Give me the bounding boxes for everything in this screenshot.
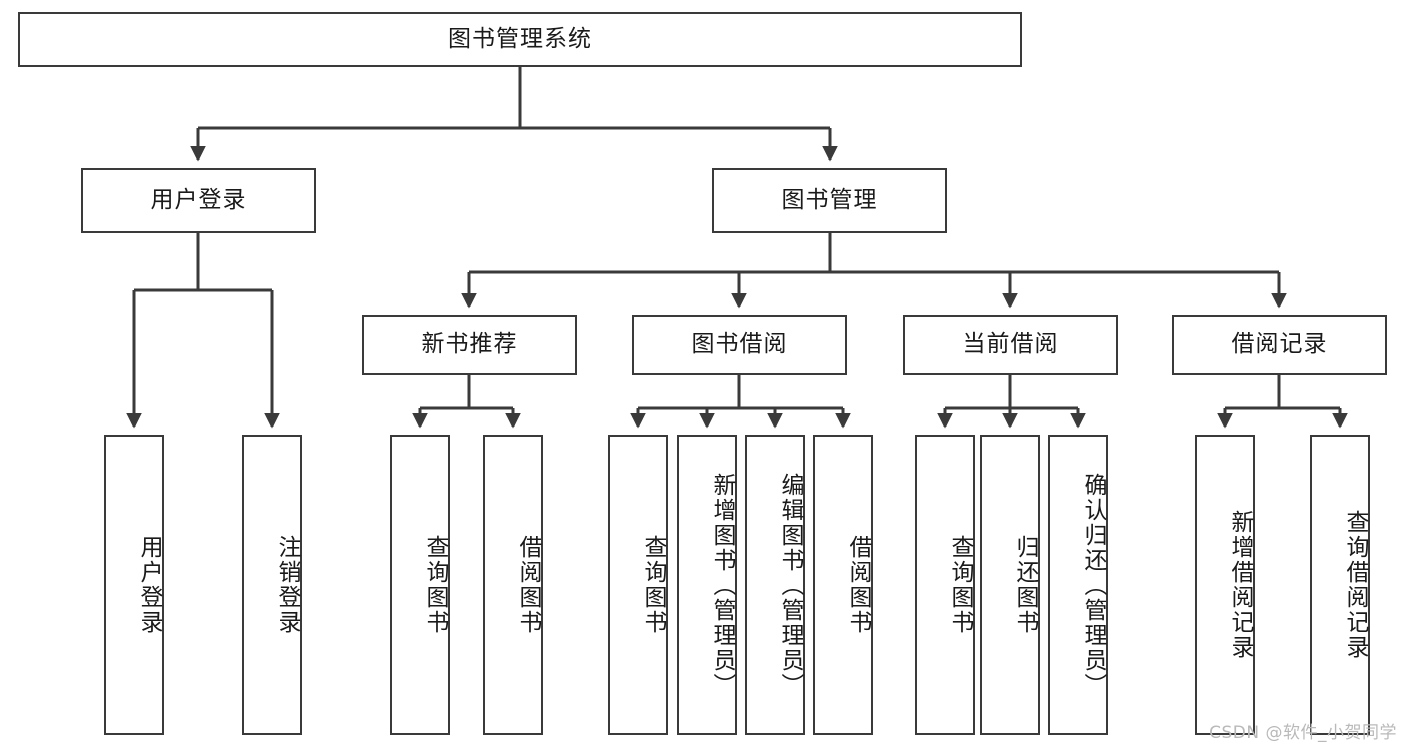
node-current-borrow-label: 当前借阅 — [962, 331, 1059, 358]
leaf-confirm-return-admin-label: 确认归还（管理员） — [1080, 472, 1106, 698]
leaf-borrow-book-nb-label: 借阅图书 — [515, 535, 541, 635]
leaf-query-book-nb-label: 查询图书 — [422, 535, 448, 635]
leaf-add-borrow-record[interactable]: 新增借阅记录 — [1195, 435, 1255, 735]
node-book-management-label: 图书管理 — [781, 186, 878, 213]
node-new-book-recommend[interactable]: 新书推荐 — [362, 315, 577, 375]
node-new-book-recommend-label: 新书推荐 — [421, 331, 518, 358]
node-root-label: 图书管理系统 — [448, 25, 592, 52]
node-user-login-label: 用户登录 — [150, 186, 247, 213]
leaf-query-book-cu[interactable]: 查询图书 — [915, 435, 975, 735]
leaf-query-borrow-record[interactable]: 查询借阅记录 — [1310, 435, 1370, 735]
leaf-return-book-label: 归还图书 — [1012, 535, 1038, 635]
leaf-logout[interactable]: 注销登录 — [242, 435, 302, 735]
leaf-user-login[interactable]: 用户登录 — [104, 435, 164, 735]
leaf-logout-label: 注销登录 — [274, 535, 300, 635]
leaf-borrow-book-bo[interactable]: 借阅图书 — [813, 435, 873, 735]
node-book-management[interactable]: 图书管理 — [712, 168, 947, 233]
leaf-query-book-cu-label: 查询图书 — [947, 535, 973, 635]
leaf-borrow-book-nb[interactable]: 借阅图书 — [483, 435, 543, 735]
leaf-add-borrow-record-label: 新增借阅记录 — [1227, 510, 1253, 660]
node-book-borrow-label: 图书借阅 — [691, 331, 788, 358]
node-current-borrow[interactable]: 当前借阅 — [903, 315, 1118, 375]
leaf-add-book-admin-label: 新增图书（管理员） — [709, 472, 735, 698]
leaf-edit-book-admin[interactable]: 编辑图书（管理员） — [745, 435, 805, 735]
leaf-query-book-bo[interactable]: 查询图书 — [608, 435, 668, 735]
leaf-user-login-label: 用户登录 — [136, 535, 162, 635]
leaf-edit-book-admin-label: 编辑图书（管理员） — [777, 472, 803, 698]
leaf-borrow-book-bo-label: 借阅图书 — [845, 535, 871, 635]
leaf-query-book-bo-label: 查询图书 — [640, 535, 666, 635]
node-borrow-records-label: 借阅记录 — [1231, 331, 1328, 358]
watermark: CSDN @软件_小贺同学 — [1209, 723, 1397, 743]
leaf-confirm-return-admin[interactable]: 确认归还（管理员） — [1048, 435, 1108, 735]
leaf-add-book-admin[interactable]: 新增图书（管理员） — [677, 435, 737, 735]
node-user-login[interactable]: 用户登录 — [81, 168, 316, 233]
node-book-borrow[interactable]: 图书借阅 — [632, 315, 847, 375]
leaf-query-borrow-record-label: 查询借阅记录 — [1342, 510, 1368, 660]
leaf-return-book[interactable]: 归还图书 — [980, 435, 1040, 735]
node-borrow-records[interactable]: 借阅记录 — [1172, 315, 1387, 375]
node-root[interactable]: 图书管理系统 — [18, 12, 1022, 67]
leaf-query-book-nb[interactable]: 查询图书 — [390, 435, 450, 735]
